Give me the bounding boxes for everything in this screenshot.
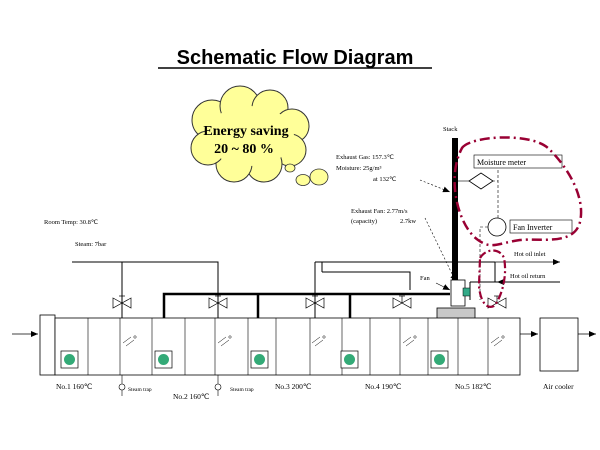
steam-trap-label: Steam trap: [128, 387, 152, 393]
hot-oil-return-label: Hot oil return: [510, 273, 546, 280]
moisture-label: Moisture: 25g/m³: [336, 165, 382, 172]
steam-traps: Steam trap Steam trap: [118, 375, 254, 396]
heater-unit-icon: [340, 350, 359, 369]
diagram-title: Schematic Flow Diagram: [177, 47, 414, 69]
steam-trap-label: Steam trap: [230, 387, 254, 393]
cloud-line-1: Energy saving: [203, 124, 288, 139]
at-temp-label: at 132℃: [373, 176, 397, 183]
energy-saving-cloud: Energy saving 20 ~ 80 %: [190, 85, 329, 186]
chamber-label-1: No.1 160℃: [56, 382, 93, 391]
fan-inverter-label: Fan Inverter: [513, 223, 553, 232]
capacity-label: (capacity): [351, 218, 377, 225]
fan-inverter-box: [509, 219, 573, 234]
heater-unit-icon: [430, 350, 449, 369]
moisture-meter-icon: [468, 172, 494, 190]
chamber-dividers: [87, 318, 489, 375]
fan-label: Fan: [420, 275, 431, 282]
moisture-meter-box: [473, 154, 563, 169]
steam-header-piping: [72, 261, 219, 318]
heater-units: [60, 350, 449, 369]
chamber-label-5: No.5 182℃: [455, 382, 492, 391]
cloud-bubble-small: [284, 163, 296, 173]
valves: [112, 295, 507, 309]
valve-icon: [112, 295, 132, 309]
chamber-label-3: No.3 200℃: [275, 382, 312, 391]
capacity-kw-label: 2.7kw: [400, 218, 416, 225]
moisture-meter-label: Moisture meter: [477, 158, 526, 167]
hot-oil-inlet-label: Hot oil inlet: [514, 251, 546, 258]
valve-icon: [305, 295, 325, 309]
steam-label: Steam: 7bar: [75, 241, 107, 248]
steam-trap-icon: [118, 383, 126, 391]
cloud-bubble-medium: [295, 174, 311, 186]
dryer-housing: [54, 317, 521, 376]
cloud-bubble-large: [309, 168, 329, 186]
steam-trap-icon: [214, 383, 222, 391]
nozzle-marks: [122, 335, 505, 347]
inverter-signal-line: [479, 226, 488, 300]
valve-icon: [208, 295, 228, 309]
dryer-body: [39, 314, 579, 376]
exhaust-fan-pointer: [424, 217, 457, 283]
fan-base: [436, 307, 476, 320]
heater-unit-icon: [60, 350, 79, 369]
chamber-label-4: No.4 190℃: [365, 382, 402, 391]
fan-inverter-icon: [487, 217, 507, 237]
exhaust-fan-label: Exhaust Fan: 2.77m/s: [351, 208, 408, 215]
stack: [452, 138, 458, 286]
air-cooler-label: Air cooler: [543, 382, 574, 391]
chamber-label-2: No.2 160℃: [173, 392, 210, 401]
fan-highlight: [477, 249, 507, 308]
exhaust-gas-label: Exhaust Gas: 157.3℃: [336, 154, 395, 161]
room-temp-label: Room Temp: 30.8℃: [44, 219, 99, 226]
cloud-line-2: 20 ~ 80 %: [214, 142, 274, 157]
fan-pointer: [435, 282, 451, 291]
heater-unit-icon: [154, 350, 173, 369]
air-cooler-unit: [539, 317, 579, 372]
inlet-roller-box: [39, 314, 56, 376]
exhaust-gas-pointer: [419, 179, 451, 193]
main-distribution-header: [162, 292, 450, 318]
heater-unit-icon: [250, 350, 269, 369]
stack-label: Stack: [443, 126, 458, 133]
moisture-control-highlight: [453, 136, 583, 247]
fan-sensor: [462, 287, 471, 297]
valve-icon: [392, 295, 412, 309]
